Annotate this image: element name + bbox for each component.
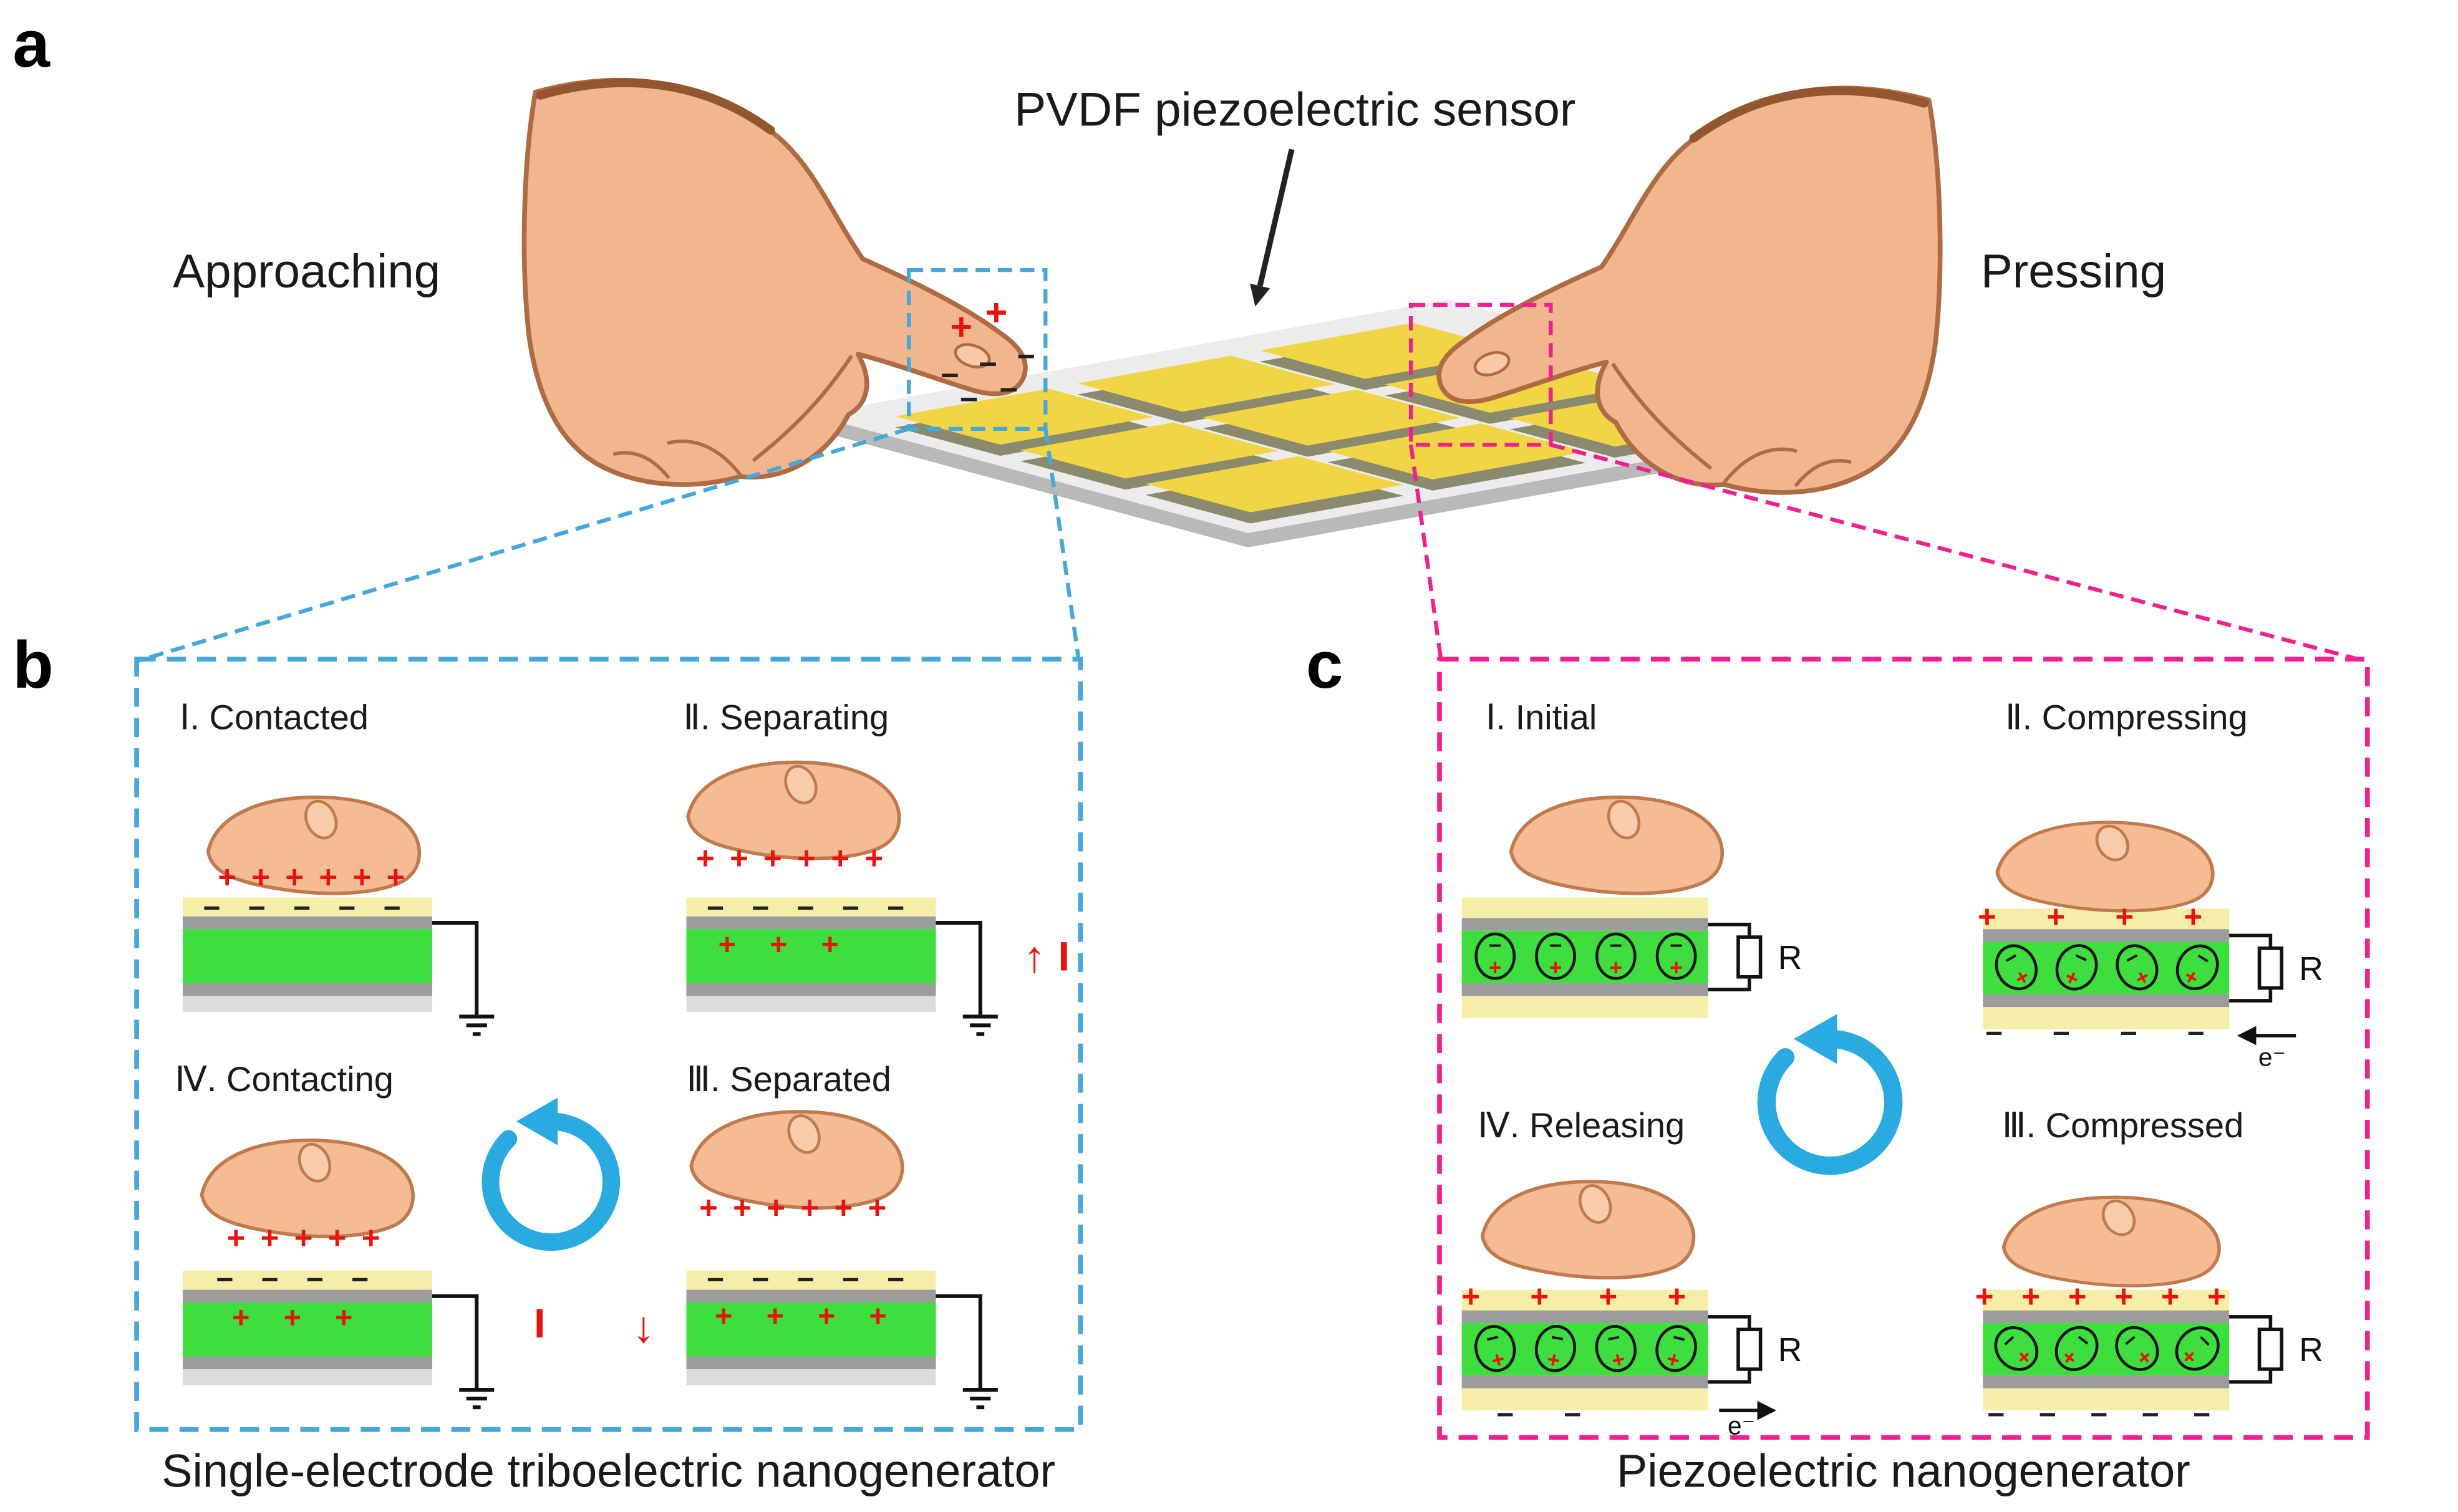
sensor-tile (1327, 423, 1586, 479)
sensor-tile (1202, 389, 1461, 446)
current-label: I (534, 1301, 545, 1347)
resistor-circuit (2229, 935, 2323, 1000)
finger-illustration (1997, 822, 2212, 911)
panel-a: + + − − − − − a Approaching PVDF piezoel… (12, 6, 2365, 663)
panel-b-label: b (12, 627, 53, 702)
sensor-tile (1145, 456, 1404, 513)
approaching-label: Approaching (173, 245, 440, 298)
induced-charges: + + + (719, 928, 852, 961)
magenta-connector-left (1409, 444, 1443, 662)
cycle-arrow (491, 1097, 612, 1242)
piezo-state-compressing: Ⅱ. Compressing + + + + − − − − e⁻ (1978, 697, 2323, 1071)
panel-c-label: c (1306, 627, 1343, 702)
positive-charge: + (985, 291, 1007, 334)
piezo-bottom-charges: − − (1496, 1398, 1602, 1432)
surface-charges: − − − − − (707, 1263, 914, 1297)
state-title: Ⅱ. Compressing (2005, 697, 2248, 736)
induced-charges: + + + + (715, 1299, 899, 1333)
magenta-connector-right (1550, 443, 2365, 663)
teng-state-contacting: Ⅳ. Contacting + + + + + − − − − + + + I … (175, 1059, 655, 1407)
piezo-top-charges: + + + + (1978, 899, 2223, 935)
panel-c-caption: Piezoelectric nanogenerator (1617, 1445, 2190, 1496)
current-down-arrow: ↓ (632, 1303, 655, 1352)
sensor-tile (1077, 355, 1336, 412)
electron-flow-right-arrow (1757, 1400, 1777, 1420)
current-label: I (1058, 934, 1070, 980)
piezo-bottom-charges: − − − − (1985, 1017, 2225, 1051)
positive-charge: + (950, 306, 972, 348)
ground-symbol (432, 1296, 494, 1407)
state-title: Ⅳ. Releasing (1478, 1105, 1685, 1145)
finger-illustration (1511, 796, 1723, 893)
surface-charges: − − − − − (707, 891, 914, 925)
current-up-arrow: ↑ (1023, 932, 1046, 982)
resistor-circuit (2229, 1317, 2323, 1382)
piezo-state-compressed: Ⅲ. Compressed + + + + + + − − − − − (1975, 1105, 2323, 1432)
state-title: Ⅳ. Contacting (175, 1059, 394, 1099)
surface-charges: − − − − (216, 1263, 378, 1297)
sensor-title: PVDF piezoelectric sensor (1014, 83, 1575, 136)
panel-b-caption: Single-electrode triboelectric nanogener… (162, 1445, 1055, 1496)
finger-illustration (1483, 1181, 1694, 1278)
state-title: Ⅲ. Separated (687, 1059, 891, 1099)
teng-state-contacted: Ⅰ. Contacted + + + + + + − − − − − (180, 697, 494, 1034)
panel-a-label: a (12, 6, 51, 81)
induced-charges: + + + (232, 1301, 365, 1335)
electron-label: e⁻ (1728, 1411, 1755, 1440)
panel-c: c Ⅰ. Initial Ⅱ. Compressing + + + + − − … (1306, 627, 2370, 1496)
negative-charge: − (960, 381, 979, 417)
negative-charge: − (1017, 338, 1035, 373)
cycle-arrow (1766, 1014, 1893, 1165)
sensor-tile (1020, 422, 1279, 479)
state-title: Ⅱ. Separating (683, 697, 889, 736)
pressing-label: Pressing (1981, 245, 2166, 298)
finger-charges: + + + + + (227, 1220, 384, 1255)
piezo-bottom-charges: − − − − − (1987, 1398, 2223, 1432)
negative-charge: − (941, 357, 959, 393)
piezo-top-charges: + + + + + + (1975, 1279, 2235, 1314)
ground-symbol (936, 923, 997, 1034)
negative-charge: − (999, 372, 1018, 407)
finger-illustration (2004, 1197, 2219, 1286)
negative-charge: − (979, 346, 997, 382)
magenta-callout-box (1408, 302, 1553, 447)
teng-state-separated: Ⅲ. Separated + + + + + + − − − − − + + +… (686, 1059, 998, 1407)
piezo-state-releasing: Ⅳ. Releasing + + + + − − e⁻ (1461, 1105, 1802, 1440)
blue-connector-right (1043, 428, 1081, 662)
surface-charges: − − − − − (203, 891, 410, 925)
piezo-top-charges: + + + + (1461, 1279, 1706, 1314)
blue-connector-left (137, 426, 910, 663)
sensor-pointer-line (1257, 148, 1295, 287)
resistor-circuit (1708, 925, 1802, 990)
panel-b: b Ⅰ. Contacted + + + + + + − − − − − Ⅱ. … (12, 627, 1083, 1496)
state-title: Ⅰ. Contacted (180, 697, 369, 736)
resistor-circuit (1708, 1317, 1802, 1382)
blue-callout-box (906, 267, 1048, 431)
sensor-pointer-arrowhead (1250, 283, 1270, 307)
finger-charges: + + + + + + (699, 1190, 889, 1225)
ground-symbol (936, 1296, 997, 1407)
state-title: Ⅲ. Compressed (2002, 1105, 2243, 1145)
electron-flow-left-arrow (2237, 1026, 2257, 1046)
sensor-tile (1259, 322, 1518, 379)
teng-state-separating: Ⅱ. Separating + + + + + + − − − − − + + … (683, 697, 1070, 1034)
ground-symbol (432, 923, 494, 1034)
finger-charges: + + + + + + (218, 859, 408, 895)
state-title: Ⅰ. Initial (1486, 697, 1597, 736)
electron-label: e⁻ (2258, 1043, 2286, 1071)
finger-charges: + + + + + + (696, 840, 886, 875)
panel-b-box (134, 657, 1083, 1432)
piezo-state-initial: Ⅰ. Initial (1461, 697, 1802, 1018)
